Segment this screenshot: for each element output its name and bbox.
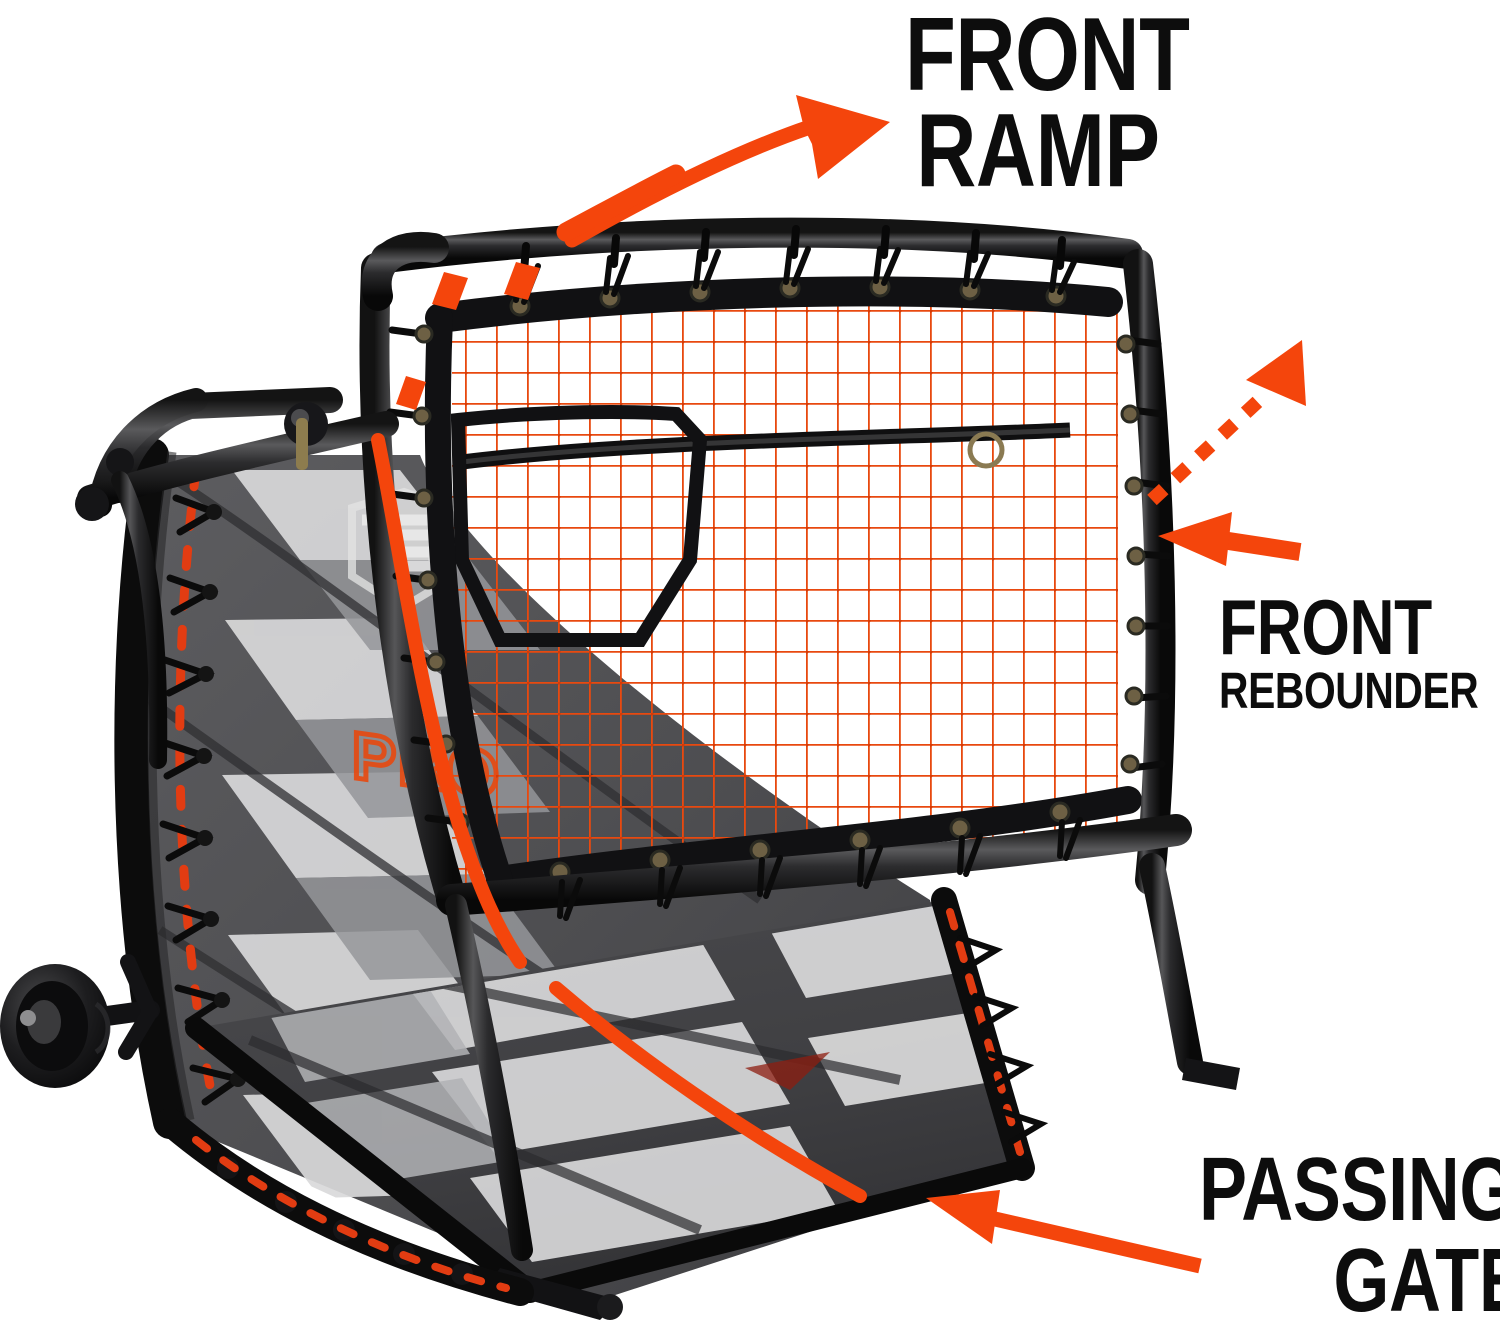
rebounder-solid-arrow-icon (1158, 512, 1302, 566)
callout-front-rebounder: FRONT REBOUNDER (1219, 583, 1479, 719)
passing-gate-arrow-icon (926, 1190, 1202, 1274)
right-post-lacing (1116, 334, 1172, 774)
rebounder-dashed-arrow-icon (1147, 340, 1306, 506)
ramp-frame-upper (75, 387, 399, 769)
lower-ramp-lacing (156, 1108, 534, 1306)
rebounder-frame (359, 217, 1240, 1261)
callout-passing-gate-line1: PASSING (1199, 1140, 1500, 1240)
ramp-edge-tick-icon (396, 262, 540, 410)
callout-front-ramp: FRONT RAMP (905, 0, 1190, 209)
front-ramp-guide-line (371, 433, 867, 1203)
front-ramp-arrow-icon (556, 95, 890, 248)
transport-wheel (0, 954, 160, 1088)
callout-passing-gate: PASSING GATE (1199, 1140, 1500, 1331)
callout-front-rebounder-line2: REBOUNDER (1219, 661, 1479, 719)
callout-passing-gate-line2: GATE (1333, 1230, 1500, 1331)
callout-front-ramp-line2: RAMP (916, 92, 1160, 209)
front-rebounder (424, 276, 1142, 894)
callout-front-rebounder-line1: FRONT (1219, 583, 1432, 671)
callout-front-ramp-line1: FRONT (905, 0, 1190, 113)
